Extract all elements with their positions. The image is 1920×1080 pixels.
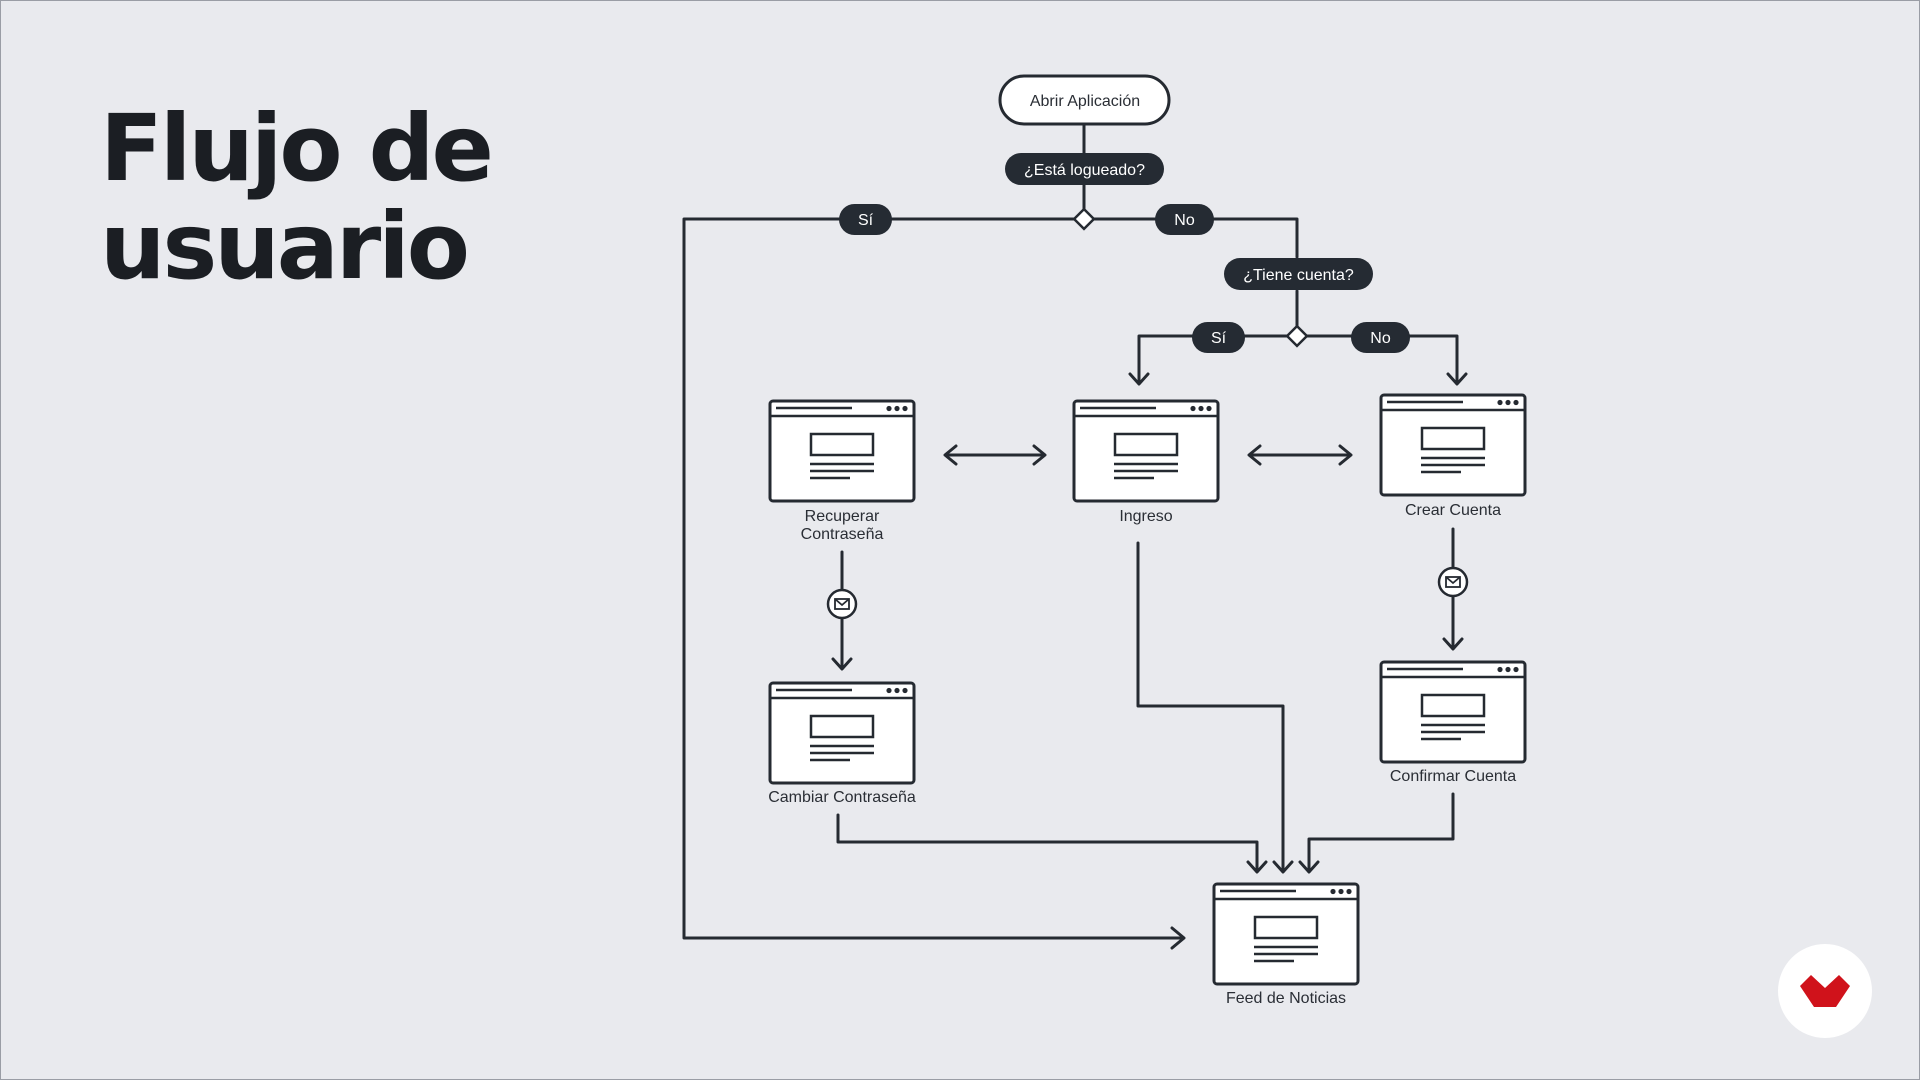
browser-window-icon [768,399,916,503]
screen-create-account: Crear Cuenta [1379,393,1527,519]
question-logged-pill: ¿Está logueado? [1005,153,1164,185]
page-title-line-2: usuario [100,193,470,300]
screen-change-label: Cambiar Contraseña [768,789,916,806]
screen-login-label: Ingreso [1119,508,1172,525]
brand-logo-icon [1800,975,1850,1007]
arrow-icon [1246,860,1268,874]
account-no-label: No [1370,330,1391,347]
browser-window-icon [1379,660,1527,764]
question-account-pill: ¿Tiene cuenta? [1224,258,1373,290]
screen-confirm-label: Confirmar Cuenta [1390,768,1516,785]
screen-recover-label-line-1: Recuperar [805,508,880,525]
screen-recover-label-line-2: Contraseña [801,526,884,543]
logged-yes-pill: Sí [839,204,892,235]
arrow-icon [1247,444,1262,466]
screen-create-label: Crear Cuenta [1405,502,1501,519]
brand-logo [1778,944,1872,1038]
browser-window-icon [1212,882,1360,986]
envelope-icon [1437,566,1469,598]
start-terminal: Abrir Aplicación [998,74,1171,126]
arrow-icon [1298,860,1320,874]
connector-login-to-feed [1136,541,1285,872]
question-account-label: ¿Tiene cuenta? [1243,267,1354,284]
account-yes-pill: Sí [1192,322,1245,353]
connector-logged-yes-to-feed [682,217,1184,940]
arrow-icon [1446,372,1468,386]
account-no-pill: No [1351,322,1410,353]
arrow-icon [1032,444,1047,466]
screen-confirm-account: Confirmar Cuenta [1379,660,1527,785]
arrow-icon [1272,860,1294,874]
page-title: Flujo de usuario [100,95,494,300]
arrow-icon [831,657,853,671]
browser-window-icon [1379,393,1527,497]
page-title-line-1: Flujo de [100,95,494,202]
arrow-icon [1128,372,1150,386]
screen-recover-password: Recuperar Contraseña [768,399,916,543]
arrow-icon [1170,926,1186,950]
connector-confirm-to-feed [1307,792,1455,872]
logged-no-label: No [1174,212,1195,229]
screen-news-feed: Feed de Noticias [1212,882,1360,1007]
connector-change-to-feed [836,813,1259,872]
start-terminal-label: Abrir Aplicación [1030,93,1140,110]
decision-logged-diamond-icon [1072,207,1096,231]
logged-yes-label: Sí [858,212,874,229]
account-yes-label: Sí [1211,330,1227,347]
browser-window-icon [1072,399,1220,503]
screen-feed-label: Feed de Noticias [1226,990,1346,1007]
screen-change-password: Cambiar Contraseña [768,681,916,806]
arrow-icon [1338,444,1353,466]
arrow-icon [1442,637,1464,651]
start-terminal-shape [998,74,1171,126]
envelope-icon [826,588,858,620]
screen-login: Ingreso [1072,399,1220,525]
browser-window-icon [768,681,916,785]
question-logged-label: ¿Está logueado? [1024,162,1145,179]
arrow-heads [831,372,1468,950]
logged-no-pill: No [1155,204,1214,235]
arrow-icon [943,444,958,466]
decision-account-diamond-icon [1285,324,1309,348]
